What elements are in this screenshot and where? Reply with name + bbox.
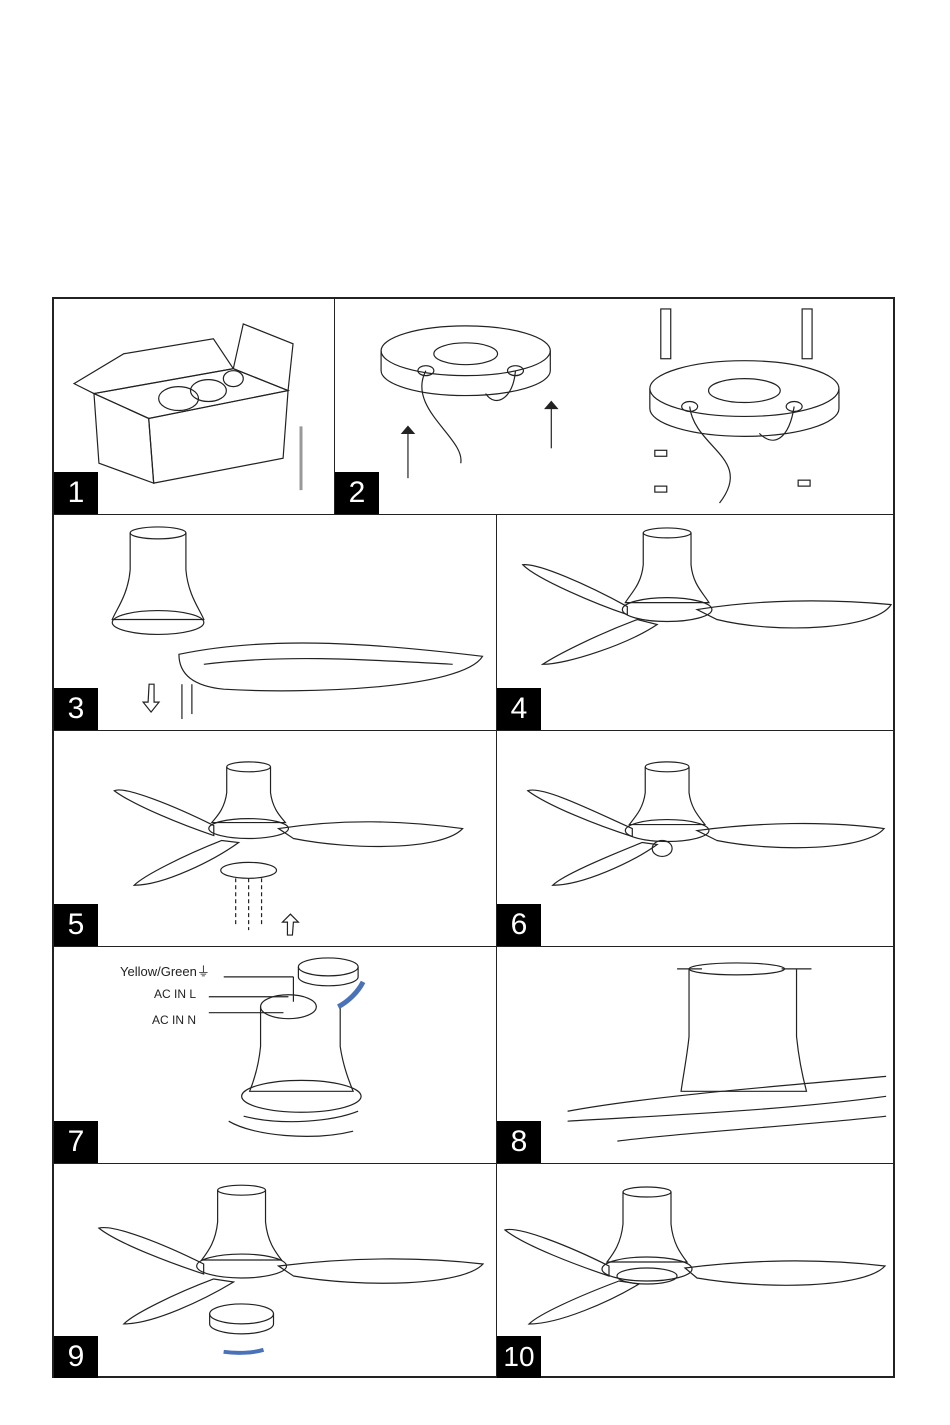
step-3-panel: 3 (54, 515, 497, 731)
step-8-panel: 8 (497, 947, 895, 1164)
step-number-3: 3 (54, 688, 98, 730)
step-10-panel: 10 (497, 1164, 895, 1378)
step-number-2: 2 (335, 472, 379, 514)
step-9-panel: 9 (54, 1164, 497, 1378)
step-number-6: 6 (497, 904, 541, 946)
earth-wire-label: Yellow/Green⏚ (120, 961, 210, 980)
step-7-panel: Yellow/Green⏚ AC IN L AC IN N 7 (54, 947, 497, 1164)
step-6-panel: 6 (497, 731, 895, 947)
blade-attach-illustration (54, 515, 496, 730)
step-number-1: 1 (54, 472, 98, 514)
step-2-panel: 2 (335, 299, 895, 515)
assembled-fan-illustration (497, 515, 895, 730)
step-number-5: 5 (54, 904, 98, 946)
neutral-wire-label: AC IN N (152, 1013, 196, 1027)
instruction-grid: 1 (52, 297, 895, 1378)
step-number-10: 10 (497, 1336, 541, 1378)
step-4-panel: 4 (497, 515, 895, 731)
cover-plate-illustration (54, 731, 496, 946)
wired-fan-illustration (497, 731, 895, 946)
light-cover-illustration (54, 1164, 496, 1378)
step-number-8: 8 (497, 1121, 541, 1163)
step-1-panel: 1 (54, 299, 335, 515)
canopy-mount-illustration (497, 947, 895, 1163)
step-number-9: 9 (54, 1336, 98, 1378)
step-number-7: 7 (54, 1121, 98, 1163)
finished-fan-illustration (497, 1164, 895, 1378)
step-number-4: 4 (497, 688, 541, 730)
live-wire-label: AC IN L (154, 987, 196, 1001)
step-5-panel: 5 (54, 731, 497, 947)
mounting-bracket-illustration (335, 299, 895, 514)
